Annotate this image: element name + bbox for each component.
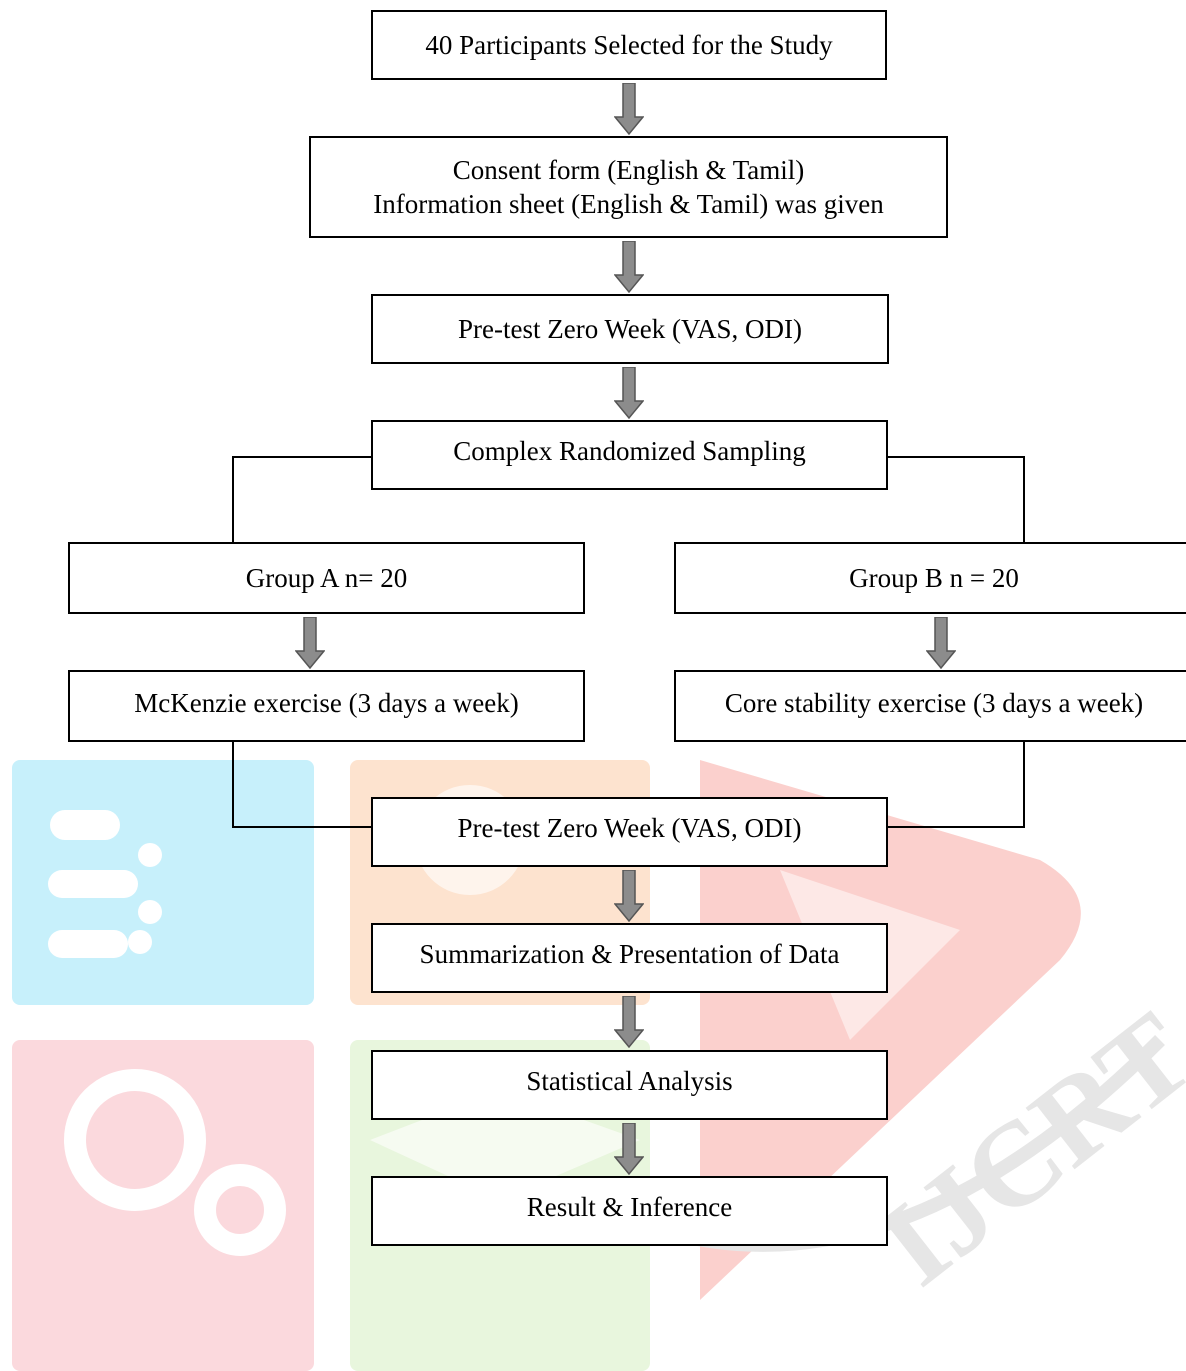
connector-sampling-left-v	[232, 456, 234, 542]
arrow-down-icon	[614, 83, 644, 135]
group-b-box: Group B n = 20	[674, 542, 1186, 614]
connector-core-v	[1023, 740, 1025, 828]
gear-icon	[64, 1069, 286, 1256]
statistical-label: Statistical Analysis	[526, 1066, 733, 1096]
group-a-label: Group A n= 20	[245, 563, 408, 593]
connector-sampling-left-h	[232, 456, 371, 458]
arrow-down-icon	[926, 617, 956, 669]
sampling-label: Complex Randomized Sampling	[453, 436, 806, 466]
summarization-label: Summarization & Presentation of Data	[419, 939, 840, 969]
connector-mckenzie-v	[232, 740, 234, 828]
connector-sampling-right-v	[1023, 456, 1025, 542]
cloud-circuit-icon	[48, 810, 162, 958]
arrow-down-icon	[614, 367, 644, 419]
mckenzie-label: McKenzie exercise (3 days a week)	[134, 688, 519, 718]
mckenzie-box: McKenzie exercise (3 days a week)	[68, 670, 585, 742]
pretest-box: Pre-test Zero Week (VAS, ODI)	[371, 294, 889, 364]
participants-box: 40 Participants Selected for the Study	[371, 10, 887, 80]
connector-sampling-right-h	[887, 456, 1025, 458]
core-box: Core stability exercise (3 days a week)	[674, 670, 1186, 742]
statistical-box: Statistical Analysis	[371, 1050, 888, 1120]
consent-box: Consent form (English & Tamil) Informati…	[309, 136, 948, 238]
pretest-label: Pre-test Zero Week (VAS, ODI)	[458, 314, 802, 344]
result-label: Result & Inference	[526, 1192, 733, 1222]
connector-mckenzie-h	[232, 826, 371, 828]
sampling-box: Complex Randomized Sampling	[371, 420, 888, 490]
connector-core-h	[887, 826, 1025, 828]
result-box: Result & Inference	[371, 1176, 888, 1246]
arrow-down-icon	[614, 996, 644, 1048]
participants-label: 40 Participants Selected for the Study	[425, 30, 833, 60]
core-label: Core stability exercise (3 days a week)	[724, 688, 1144, 718]
arrow-down-icon	[295, 617, 325, 669]
arrow-down-icon	[614, 870, 644, 922]
pretest-2-box: Pre-test Zero Week (VAS, ODI)	[371, 797, 888, 867]
group-b-label: Group B n = 20	[849, 563, 1019, 593]
arrow-down-icon	[614, 241, 644, 293]
summarization-box: Summarization & Presentation of Data	[371, 923, 888, 993]
consent-label-line1: Consent form (English & Tamil)	[452, 155, 805, 185]
consent-label-line2: Information sheet (English & Tamil) was …	[373, 189, 884, 219]
pretest-2-label: Pre-test Zero Week (VAS, ODI)	[457, 813, 802, 843]
arrow-down-icon	[614, 1123, 644, 1175]
group-a-box: Group A n= 20	[68, 542, 585, 614]
